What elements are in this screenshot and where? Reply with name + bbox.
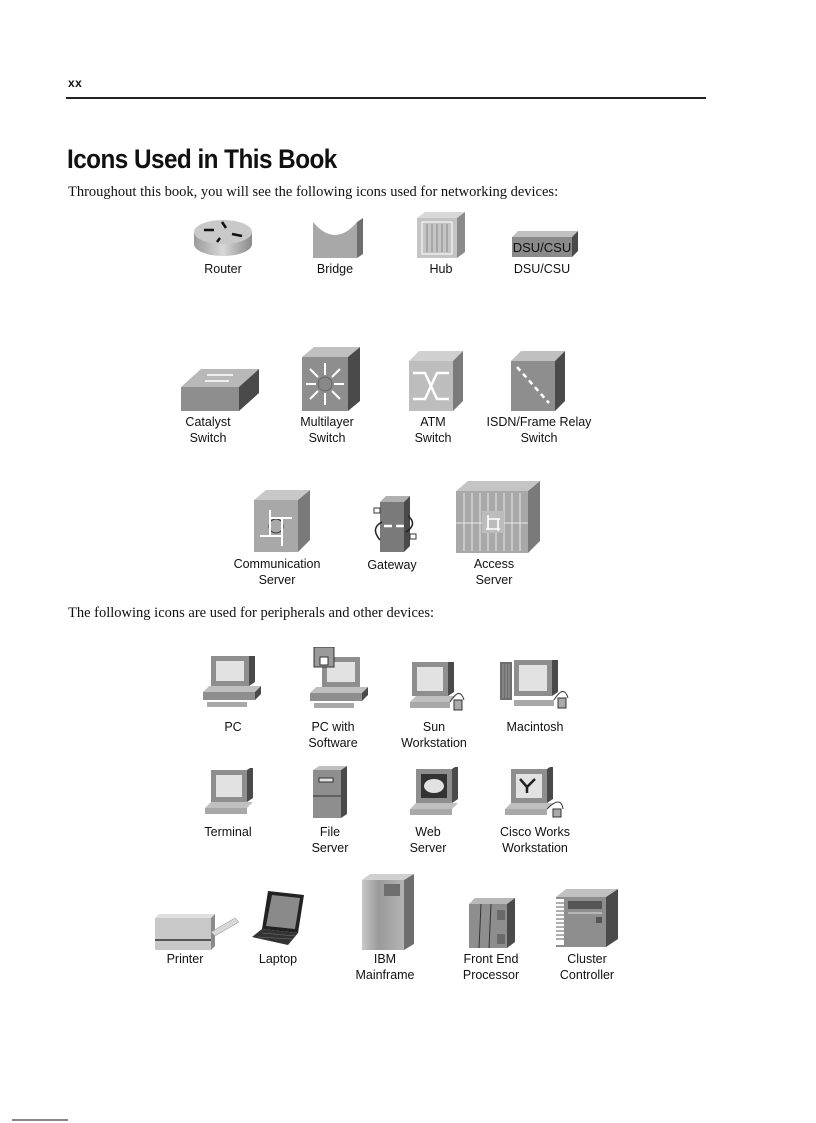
pc-with-software-icon bbox=[310, 647, 368, 708]
label-text: Workstation bbox=[401, 736, 467, 750]
hub-label: Hub bbox=[401, 261, 481, 277]
label-text: Workstation bbox=[502, 841, 568, 855]
web-server-icon bbox=[410, 767, 458, 815]
label-text: Hub bbox=[429, 262, 453, 276]
label-text: Server bbox=[475, 573, 513, 587]
sun-workstation-icon bbox=[410, 662, 465, 711]
label-text: DSU/CSU bbox=[513, 262, 571, 276]
label-text: Terminal bbox=[204, 825, 252, 839]
label-text: Switch bbox=[308, 431, 346, 445]
gateway-label: Gateway bbox=[352, 557, 432, 573]
router-label: Router bbox=[183, 261, 263, 277]
svg-text:DSU/CSU: DSU/CSU bbox=[513, 240, 572, 255]
atm-switch-icon bbox=[409, 351, 463, 411]
label-text: Laptop bbox=[258, 952, 298, 966]
bridge-icon bbox=[313, 218, 363, 258]
label-text: Front End bbox=[463, 952, 519, 966]
atm-switch-label: ATM Switch bbox=[388, 414, 478, 446]
laptop-icon bbox=[252, 891, 304, 945]
printer-label: Printer bbox=[145, 951, 225, 967]
label-text: Web bbox=[415, 825, 441, 839]
communication-server-icon bbox=[254, 490, 310, 552]
label-text: Gateway bbox=[367, 558, 417, 572]
dsu-csu-label: DSU/CSU bbox=[502, 261, 582, 277]
catalyst-switch-icon bbox=[181, 369, 259, 411]
cisco-works-workstation-icon bbox=[505, 767, 564, 818]
label-text: Server bbox=[409, 841, 447, 855]
file-server-icon bbox=[313, 766, 347, 818]
label-text: Macintosh bbox=[506, 720, 564, 734]
macintosh-label: Macintosh bbox=[495, 719, 575, 735]
dsu-csu-icon: DSU/CSU bbox=[512, 231, 578, 257]
label-text: File bbox=[319, 825, 341, 839]
footer-mark bbox=[12, 1119, 68, 1121]
label-text: Bridge bbox=[316, 262, 354, 276]
label-text: Catalyst bbox=[185, 415, 231, 429]
multilayer-switch-icon bbox=[302, 347, 360, 411]
label-text: Switch bbox=[414, 431, 452, 445]
ibm-mainframe-label: IBM Mainframe bbox=[345, 951, 425, 983]
label-text: ATM bbox=[420, 415, 446, 429]
label-text: Server bbox=[311, 841, 349, 855]
label-text: Software bbox=[308, 736, 358, 750]
label-text: Router bbox=[204, 262, 242, 276]
label-text: Mainframe bbox=[355, 968, 415, 982]
label-text: Server bbox=[258, 573, 296, 587]
label-text: PC bbox=[224, 720, 242, 734]
hub-icon bbox=[417, 212, 465, 258]
macintosh-icon bbox=[500, 660, 569, 709]
pc-label: PC bbox=[193, 719, 273, 735]
label-text: Sun bbox=[422, 720, 446, 734]
label-text: Controller bbox=[559, 968, 615, 982]
label-text: Cisco Works bbox=[500, 825, 570, 839]
front-end-processor-icon bbox=[469, 898, 515, 948]
page-number: xx bbox=[68, 76, 83, 90]
terminal-label: Terminal bbox=[188, 824, 268, 840]
intro-peripherals-text: The following icons are used for periphe… bbox=[68, 605, 434, 621]
label-text: Processor bbox=[462, 968, 520, 982]
label-text: Cluster bbox=[567, 952, 607, 966]
router-icon bbox=[194, 220, 252, 256]
label-text: Multilayer bbox=[300, 415, 354, 429]
access-server-icon bbox=[456, 481, 540, 553]
label-text: Switch bbox=[520, 431, 558, 445]
cluster-controller-icon bbox=[556, 889, 618, 947]
gateway-icon bbox=[373, 496, 417, 552]
terminal-icon bbox=[205, 768, 253, 814]
label-text: Communication bbox=[233, 557, 321, 571]
printer-icon bbox=[155, 914, 239, 950]
label-text: IBM bbox=[373, 952, 397, 966]
laptop-label: Laptop bbox=[238, 951, 318, 967]
header-rule bbox=[66, 97, 706, 99]
label-text: Switch bbox=[189, 431, 227, 445]
pc-icon bbox=[203, 656, 261, 707]
label-text: Printer bbox=[166, 952, 204, 966]
bridge-label: Bridge bbox=[295, 261, 375, 277]
isdn-frame-relay-switch-icon bbox=[511, 351, 565, 411]
intro-networking-text: Throughout this book, you will see the f… bbox=[68, 184, 559, 200]
label-text: Access bbox=[473, 557, 515, 571]
ibm-mainframe-icon bbox=[362, 874, 414, 950]
label-text: ISDN/Frame Relay bbox=[486, 415, 592, 429]
label-text: PC with bbox=[311, 720, 355, 734]
page-title: Icons Used in This Book bbox=[67, 144, 337, 174]
